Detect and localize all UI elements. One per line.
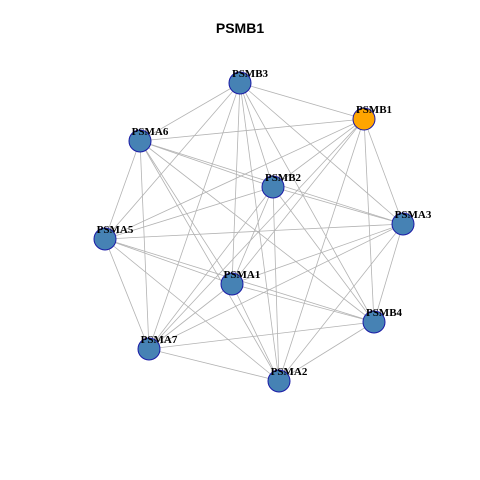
node-circle[interactable]: [362, 310, 386, 334]
node-psma1[interactable]: PSMA1: [220, 269, 261, 296]
edge-psmb3-psma3: [239, 82, 404, 225]
node-psma7[interactable]: PSMA7: [137, 334, 178, 361]
edge-psmb3-psma5: [104, 82, 241, 240]
node-psmb1[interactable]: PSMB1: [352, 104, 392, 131]
edge-psmb3-psmb2: [239, 82, 274, 188]
edge-psmb2-psma7: [148, 186, 274, 350]
edge-psmb3-psma6: [139, 82, 241, 142]
edge-psmb1-psma5: [104, 118, 365, 240]
edge-psmb1-psma7: [148, 118, 365, 350]
edge-psma3-psmb4: [373, 223, 404, 323]
edge-psmb2-psma2: [272, 186, 280, 382]
edge-psma3-psma5: [104, 223, 404, 240]
edge-psma3-psma7: [148, 223, 404, 350]
node-circle[interactable]: [228, 71, 252, 95]
node-label: PSMB1: [356, 104, 392, 116]
node-circle[interactable]: [391, 212, 415, 236]
node-label: PSMA7: [141, 334, 178, 346]
edge-psmb4-psma7: [148, 321, 375, 350]
edge-psma3-psma2: [278, 223, 404, 382]
edge-psmb2-psmb4: [272, 186, 375, 323]
edge-psmb4-psma2: [278, 321, 375, 382]
edge-psma5-psma7: [104, 238, 150, 350]
edge-psma5-psma2: [104, 238, 280, 382]
edge-psma1-psma7: [148, 283, 233, 350]
edge-psmb3-psma7: [148, 82, 241, 350]
node-circle[interactable]: [220, 272, 244, 296]
node-circle[interactable]: [261, 175, 285, 199]
edge-psma1-psma2: [231, 283, 280, 382]
edges-layer: [104, 82, 404, 382]
edge-psma6-psma7: [139, 140, 150, 350]
node-label: PSMA5: [97, 224, 134, 236]
node-circle[interactable]: [352, 107, 376, 131]
node-label: PSMB3: [232, 68, 269, 80]
edge-psma7-psma2: [148, 348, 280, 382]
edge-psma6-psmb2: [139, 140, 274, 188]
edge-psma3-psma1: [231, 223, 404, 285]
node-label: PSMB4: [366, 307, 403, 319]
nodes-layer: PSMB3PSMB1PSMA6PSMB2PSMA3PSMA5PSMA1PSMB4…: [93, 68, 432, 393]
edge-psmb3-psma1: [231, 82, 241, 285]
edge-psmb3-psmb1: [239, 82, 365, 120]
edge-psmb1-psma3: [363, 118, 404, 225]
node-psma3[interactable]: PSMA3: [391, 209, 432, 236]
node-psmb4[interactable]: PSMB4: [362, 307, 403, 334]
node-circle[interactable]: [267, 369, 291, 393]
edge-psmb3-psmb4: [239, 82, 375, 323]
edge-psmb2-psma5: [104, 186, 274, 240]
node-label: PSMA6: [132, 126, 169, 138]
node-psmb3[interactable]: PSMB3: [228, 68, 269, 95]
node-label: PSMA2: [271, 366, 308, 378]
edge-psmb1-psmb4: [363, 118, 375, 323]
node-psma5[interactable]: PSMA5: [93, 224, 134, 251]
edge-psmb2-psma1: [231, 186, 274, 285]
edge-psma1-psmb4: [231, 283, 375, 323]
edge-psma6-psma5: [104, 140, 141, 240]
node-label: PSMA3: [395, 209, 432, 221]
edge-psmb1-psma2: [278, 118, 365, 382]
node-psma6[interactable]: PSMA6: [128, 126, 169, 153]
node-label: PSMA1: [224, 269, 261, 281]
edge-psma6-psma2: [139, 140, 280, 382]
edge-psmb1-psma6: [139, 118, 365, 142]
edge-psma5-psma1: [104, 238, 233, 285]
edge-psma6-psma1: [139, 140, 233, 285]
node-circle[interactable]: [93, 227, 117, 251]
edge-psmb1-psma1: [231, 118, 365, 285]
node-label: PSMB2: [265, 172, 302, 184]
node-psmb2[interactable]: PSMB2: [261, 172, 302, 199]
edge-psmb1-psmb2: [272, 118, 365, 188]
edge-psmb3-psma2: [239, 82, 280, 382]
node-circle[interactable]: [137, 337, 161, 361]
chart-title: PSMB1: [215, 20, 265, 36]
edge-psmb2-psma3: [272, 186, 404, 225]
node-circle[interactable]: [128, 129, 152, 153]
node-psma2[interactable]: PSMA2: [267, 366, 308, 393]
